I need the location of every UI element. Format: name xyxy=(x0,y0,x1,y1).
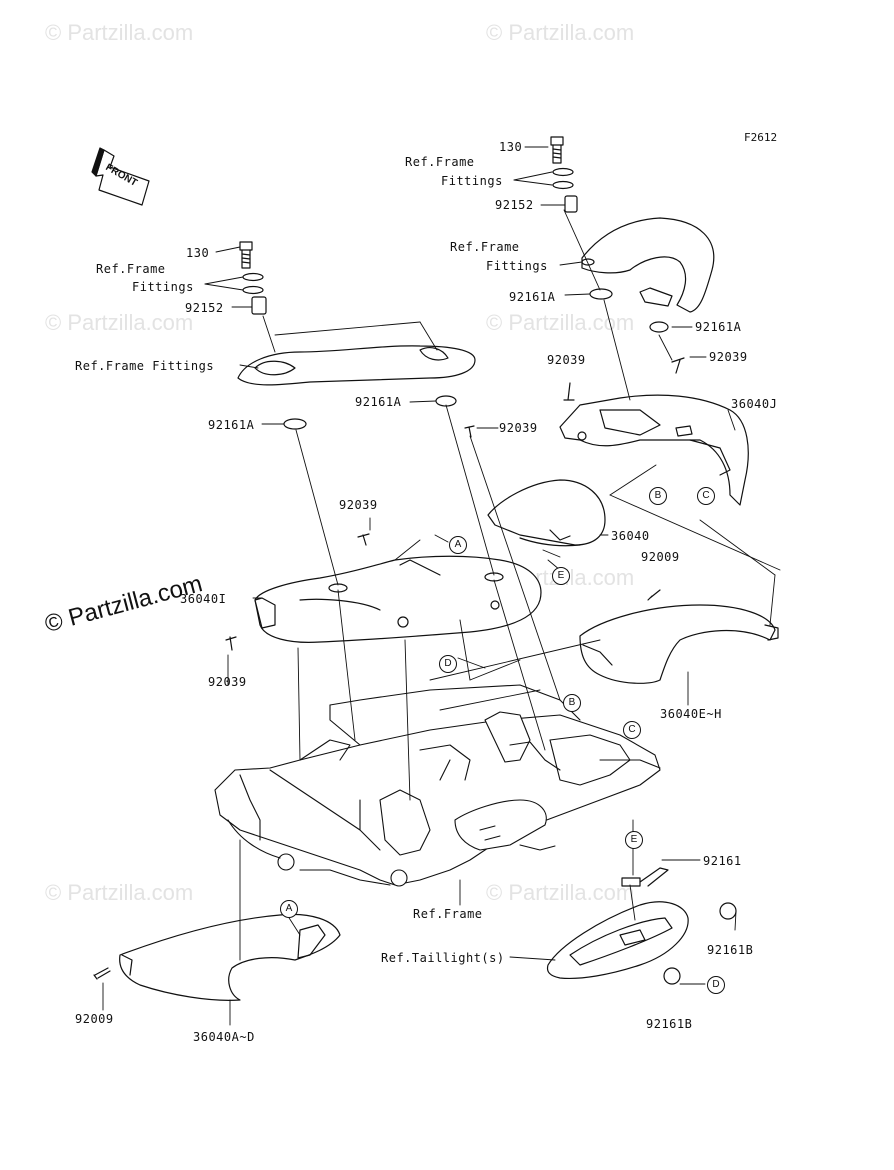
part-label: 92009 xyxy=(641,550,680,564)
callout-E: E xyxy=(625,831,643,849)
side-cover-36040AD xyxy=(119,913,341,1001)
part-label: 92039 xyxy=(339,498,378,512)
grab-rail-left xyxy=(237,345,476,386)
part-label: 36040A~D xyxy=(193,1030,255,1044)
screw-92039 xyxy=(464,425,475,438)
seat-cowl-36040J xyxy=(559,394,749,506)
part-label: 92152 xyxy=(495,198,534,212)
part-label: 36040I xyxy=(180,592,227,606)
cover-36040 xyxy=(487,479,606,547)
part-label: 92161A xyxy=(355,395,402,409)
watermark: © Partzilla.com xyxy=(45,880,194,905)
part-label: Fittings xyxy=(441,174,503,188)
part-label: 92161B xyxy=(707,943,754,957)
part-label: 36040J xyxy=(731,397,778,411)
screw-92009-left xyxy=(93,967,111,980)
screw-92009 xyxy=(647,589,661,601)
part-label: 92161B xyxy=(646,1017,693,1031)
part-label: Ref.Taillight(s) xyxy=(381,951,505,965)
part-label: 92161A xyxy=(509,290,556,304)
diagram-code: F2612 xyxy=(744,131,778,144)
screw-92039 xyxy=(671,357,685,374)
part-label: 92161A xyxy=(208,418,255,432)
grab-rail-right xyxy=(581,217,715,313)
callout-D: D xyxy=(439,655,457,673)
screw-92039 xyxy=(225,636,237,651)
callout-E: E xyxy=(552,567,570,585)
screw-92039 xyxy=(357,533,370,546)
part-label: 92039 xyxy=(709,350,748,364)
part-label: Fittings xyxy=(486,259,548,273)
part-label: 92039 xyxy=(208,675,247,689)
part-label: Ref.Frame xyxy=(450,240,520,254)
bolt-130-left xyxy=(239,241,267,315)
part-label: 92039 xyxy=(547,353,586,367)
part-label: 92039 xyxy=(499,421,538,435)
tail-cowl-36040I xyxy=(254,555,542,643)
frame xyxy=(214,684,661,887)
part-label: Fittings xyxy=(132,280,194,294)
callout-C: C xyxy=(697,487,715,505)
callout-B: B xyxy=(649,487,667,505)
part-label: Ref.Frame xyxy=(96,262,166,276)
watermark: © Partzilla.com xyxy=(45,310,194,335)
screw-92039 xyxy=(563,382,575,401)
part-label: 36040 xyxy=(611,529,650,543)
watermark: © Partzilla.com xyxy=(45,20,194,45)
callout-D: D xyxy=(707,976,725,994)
part-label: 92161A xyxy=(695,320,742,334)
part-label: Ref.Frame xyxy=(405,155,475,169)
watermark: © Partzilla.com xyxy=(486,880,635,905)
callout-B: B xyxy=(563,694,581,712)
part-label: 130 xyxy=(186,246,210,260)
side-cover-36040EH xyxy=(579,604,779,684)
part-label: 92009 xyxy=(75,1012,114,1026)
callout-A: A xyxy=(280,900,298,918)
callout-A: A xyxy=(449,536,467,554)
front-arrow-icon xyxy=(91,147,150,206)
part-label: 92152 xyxy=(185,301,224,315)
part-label: Ref.Frame xyxy=(413,907,483,921)
part-label: 130 xyxy=(499,140,523,154)
watermark: © Partzilla.com xyxy=(486,20,635,45)
bolt-130-right xyxy=(550,136,578,213)
callout-C: C xyxy=(623,721,641,739)
taillight xyxy=(546,867,737,985)
part-label: Ref.Frame Fittings xyxy=(75,359,215,373)
part-label: 92161 xyxy=(703,854,742,868)
part-label: 36040E~H xyxy=(660,707,722,721)
